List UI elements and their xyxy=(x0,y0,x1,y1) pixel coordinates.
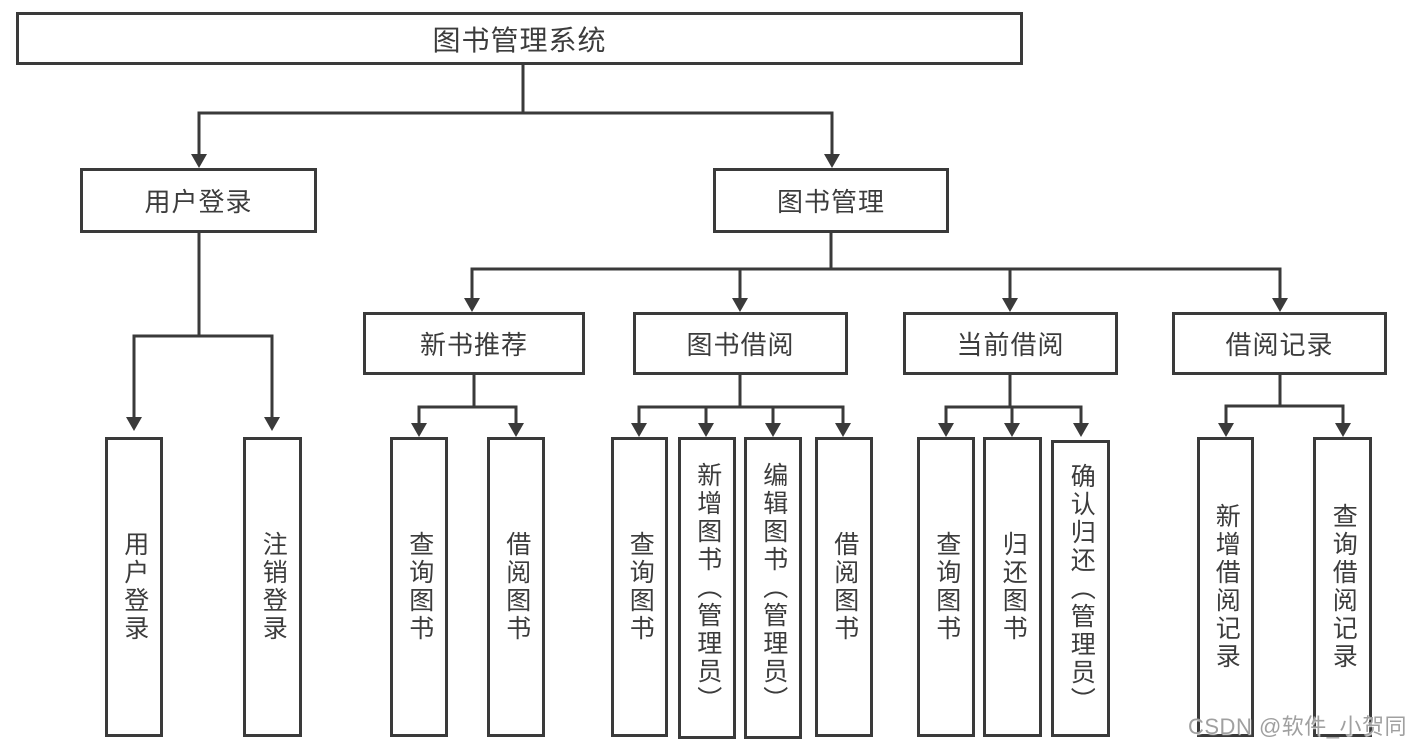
leaf-newbooks-borrow-books: 借阅图书 xyxy=(487,437,545,737)
leaf-bookborrow-edit-books-admin: 编辑图书（管理员） xyxy=(744,437,802,739)
node-book-borrow-label: 图书借阅 xyxy=(686,330,795,360)
leaf-user-login: 用户登录 xyxy=(105,437,163,737)
node-book-mgmt: 图书管理 xyxy=(713,168,949,233)
leaf-newbooks-query-books: 查询图书 xyxy=(390,437,448,737)
leaf-bookborrow-borrow-books: 借阅图书 xyxy=(815,437,873,737)
node-user-login: 用户登录 xyxy=(80,168,317,233)
watermark: CSDN @软件_小贺同学 xyxy=(1188,714,1405,739)
leaf-bookborrow-query-books: 查询图书 xyxy=(611,437,668,737)
leaf-user-login-label: 用户登录 xyxy=(120,531,149,643)
leaf-records-query-borrow-record: 查询借阅记录 xyxy=(1313,437,1372,737)
leaf-currentborrow-query-books-label: 查询图书 xyxy=(932,531,961,643)
leaf-records-query-borrow-record-label: 查询借阅记录 xyxy=(1329,503,1358,671)
node-root-label: 图书管理系统 xyxy=(432,24,607,56)
node-borrow-records: 借阅记录 xyxy=(1172,312,1387,375)
node-current-borrow-label: 当前借阅 xyxy=(956,330,1065,360)
leaf-bookborrow-add-books-admin-label: 新增图书（管理员） xyxy=(693,462,722,714)
node-root: 图书管理系统 xyxy=(16,12,1023,65)
node-new-book-recommend: 新书推荐 xyxy=(363,312,585,375)
leaf-currentborrow-confirm-return-admin: 确认归还（管理员） xyxy=(1051,440,1110,737)
leaf-logout: 注销登录 xyxy=(243,437,302,737)
node-book-mgmt-label: 图书管理 xyxy=(776,187,885,217)
node-new-book-recommend-label: 新书推荐 xyxy=(419,330,528,360)
leaf-newbooks-borrow-books-label: 借阅图书 xyxy=(502,531,531,643)
leaf-currentborrow-return-books: 归还图书 xyxy=(983,437,1042,737)
leaf-currentborrow-confirm-return-admin-label: 确认归还（管理员） xyxy=(1067,462,1096,715)
leaf-newbooks-query-books-label: 查询图书 xyxy=(405,531,434,643)
node-borrow-records-label: 借阅记录 xyxy=(1225,330,1334,360)
node-book-borrow: 图书借阅 xyxy=(633,312,848,375)
leaf-bookborrow-edit-books-admin-label: 编辑图书（管理员） xyxy=(759,462,788,714)
node-user-login-label: 用户登录 xyxy=(144,187,253,217)
leaf-currentborrow-query-books: 查询图书 xyxy=(917,437,975,737)
leaf-bookborrow-borrow-books-label: 借阅图书 xyxy=(830,531,859,643)
leaf-bookborrow-add-books-admin: 新增图书（管理员） xyxy=(678,437,736,739)
leaf-records-add-borrow-record: 新增借阅记录 xyxy=(1197,437,1254,737)
leaf-logout-label: 注销登录 xyxy=(259,531,288,643)
leaf-bookborrow-query-books-label: 查询图书 xyxy=(626,531,655,643)
node-current-borrow: 当前借阅 xyxy=(903,312,1118,375)
leaf-records-add-borrow-record-label: 新增借阅记录 xyxy=(1212,503,1241,671)
leaf-currentborrow-return-books-label: 归还图书 xyxy=(999,531,1028,643)
